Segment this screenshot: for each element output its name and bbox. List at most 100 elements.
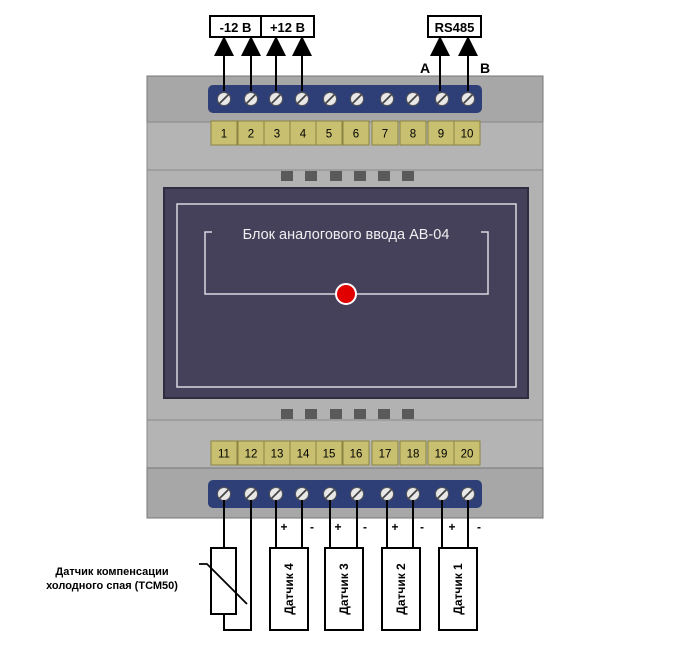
top-terminal-strip (208, 85, 482, 113)
top-terminal-screw-7 (380, 92, 394, 106)
bottom-terminal-screw-6 (350, 487, 364, 501)
sensor-label: Датчик 1 (451, 563, 465, 615)
top-terminal-screw-3 (269, 92, 283, 106)
bottom-vent-slot (281, 409, 293, 419)
status-indicator-led (335, 283, 357, 305)
top-terminal-label-10: 10 (453, 120, 481, 146)
top-vent-slot (402, 171, 414, 181)
bottom-terminal-label-number: 20 (461, 449, 474, 461)
bottom-terminal-label-17: 17 (371, 440, 399, 466)
top-terminal-label-4: 4 (289, 120, 317, 146)
bottom-terminal-label-number: 13 (271, 449, 284, 461)
display-title-bracket (204, 231, 489, 295)
display-panel-frame (176, 203, 517, 388)
power-plus-label: +12 В (270, 20, 305, 35)
bottom-terminal-label-number: 19 (435, 449, 448, 461)
sensor-plus-sign: + (334, 520, 341, 534)
top-terminal-screw-4 (295, 92, 309, 106)
bottom-terminal-screw-4 (295, 487, 309, 501)
bottom-terminal-label-number: 16 (350, 449, 363, 461)
rs485-line-a-label: A (420, 60, 430, 76)
top-vent-slot (281, 171, 293, 181)
top-terminal-label-5: 5 (315, 120, 343, 146)
bottom-terminal-screw-10 (461, 487, 475, 501)
top-terminal-label-number: 8 (410, 129, 416, 141)
sensor-box (438, 547, 478, 631)
sensor-box (381, 547, 421, 631)
top-vent-slot (305, 171, 317, 181)
bottom-terminal-screw-2 (244, 487, 258, 501)
sensor-3: Датчик 3+- (324, 520, 367, 631)
top-terminal-label-6: 6 (342, 120, 370, 146)
bottom-terminal-screw-1 (217, 487, 231, 501)
bottom-terminal-label-number: 14 (297, 449, 310, 461)
cold-junction-label-line1: Датчик компенсации (55, 566, 168, 578)
bottom-terminal-screw-7 (380, 487, 394, 501)
bottom-terminal-label-13: 13 (263, 440, 291, 466)
top-terminal-label-number: 2 (248, 129, 254, 141)
top-terminal-label-3: 3 (263, 120, 291, 146)
sensor-minus-sign: - (420, 520, 424, 534)
sensor-minus-sign: - (310, 520, 314, 534)
top-wires (214, 36, 478, 91)
bottom-terminal-screw-9 (435, 487, 449, 501)
rs485-box (427, 15, 482, 38)
top-terminal-screw-2 (244, 92, 258, 106)
top-terminal-screw-9 (435, 92, 449, 106)
top-terminal-label-7: 7 (371, 120, 399, 146)
top-terminal-label-9: 9 (427, 120, 455, 146)
sensor-1: Датчик 1 + - (438, 520, 481, 631)
sensor-4: Датчик 4 + - (269, 520, 314, 631)
top-terminal-label-number: 7 (382, 129, 388, 141)
display-title: Блок аналогового ввода АВ-04 (243, 227, 450, 243)
cold-junction-label-line2: холодного спая (ТСМ50) (46, 580, 178, 592)
sensor-2: Датчик 2+- (381, 520, 424, 631)
sensor-plus-sign: + (448, 520, 455, 534)
top-terminal-label-number: 4 (300, 129, 307, 141)
thermistor-symbol (199, 563, 248, 605)
bottom-terminal-screw-3 (269, 487, 283, 501)
top-terminal-label-number: 9 (438, 129, 444, 141)
top-vent-slot (330, 171, 342, 181)
top-terminal-screw-10 (461, 92, 475, 106)
bottom-terminal-label-16: 16 (342, 440, 370, 466)
top-terminal-label-number: 5 (326, 129, 332, 141)
bottom-vent-slot (305, 409, 317, 419)
sensor-minus-sign: - (477, 520, 481, 534)
top-terminal-label-2: 2 (237, 120, 265, 146)
top-terminal-label-number: 3 (274, 129, 280, 141)
sensor-plus-sign: + (391, 520, 398, 534)
sensor-label: Датчик 4 (282, 563, 296, 615)
top-vent-slot (378, 171, 390, 181)
rs485-label: RS485 (435, 20, 475, 35)
top-terminal-screw-5 (323, 92, 337, 106)
power-plus-box (260, 15, 315, 38)
sensor-plus-sign: + (280, 520, 287, 534)
top-terminal-label-number: 6 (353, 129, 359, 141)
bottom-vent-slot (402, 409, 414, 419)
top-terminal-screw-8 (406, 92, 420, 106)
sensor-box (269, 547, 309, 631)
top-terminal-label-number: 1 (221, 129, 227, 141)
top-terminal-label-8: 8 (399, 120, 427, 146)
bottom-terminal-label-number: 15 (323, 449, 336, 461)
bottom-terminal-screw-5 (323, 487, 337, 501)
bottom-terminal-label-20: 20 (453, 440, 481, 466)
bottom-terminal-label-number: 11 (218, 449, 230, 461)
bottom-vent-slot (330, 409, 342, 419)
top-vent-slot (354, 171, 366, 181)
bottom-terminal-label-number: 17 (379, 449, 392, 461)
bottom-terminal-label-14: 14 (289, 440, 317, 466)
top-terminal-screw-1 (217, 92, 231, 106)
bottom-terminal-label-15: 15 (315, 440, 343, 466)
bottom-terminal-label-number: 12 (245, 449, 258, 461)
top-terminal-label-number: 10 (461, 129, 474, 141)
sensor-minus-sign: - (363, 520, 367, 534)
bottom-vent-slot (378, 409, 390, 419)
rs485-line-b-label: B (480, 60, 490, 76)
sensor-box (324, 547, 364, 631)
bottom-terminal-label-12: 12 (237, 440, 265, 466)
bottom-vent-slot (354, 409, 366, 419)
